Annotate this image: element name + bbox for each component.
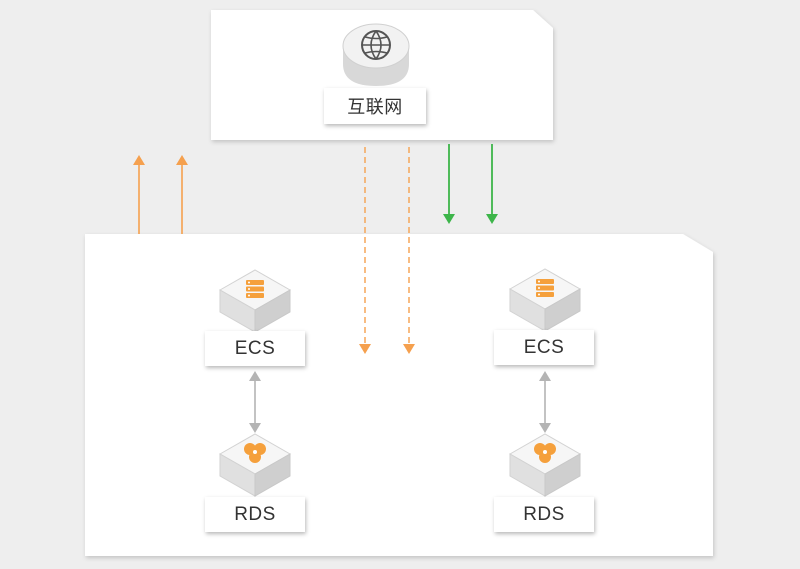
database-icon [508,433,582,497]
rds-label: RDS [205,497,305,532]
ecs-label: ECS [494,330,594,365]
vpc-panel [85,234,713,556]
database-icon [218,433,292,497]
internet-label: 互联网 [324,88,426,124]
server-icon [508,268,582,332]
ecs-label: ECS [205,331,305,366]
rds-label: RDS [494,497,594,532]
globe-icon [342,23,410,86]
